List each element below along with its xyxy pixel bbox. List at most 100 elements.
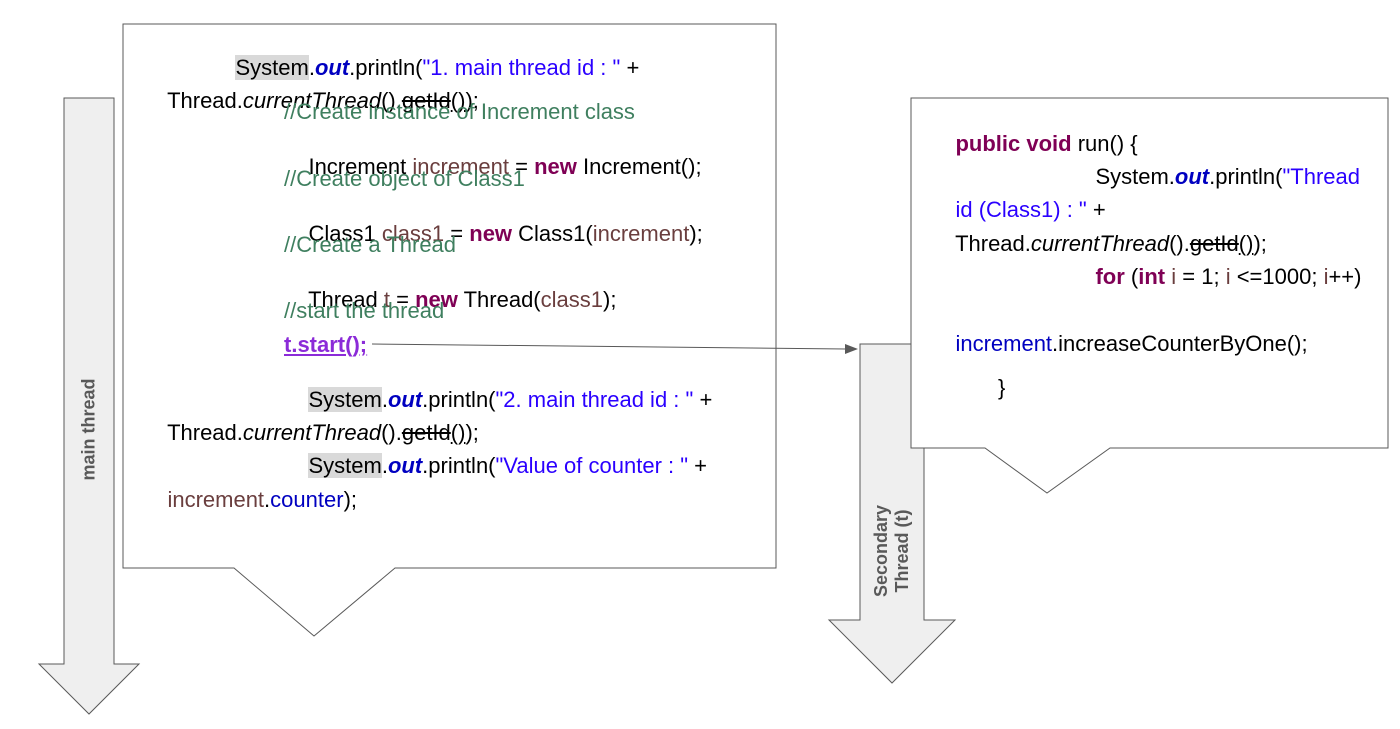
code-token: currentThread: [1030, 231, 1170, 256]
code-token: new: [469, 221, 513, 246]
code-token: i: [1225, 264, 1231, 289]
code-token: );: [689, 221, 703, 246]
code-token: i: [1323, 264, 1329, 289]
code-token: Thread.: [167, 420, 243, 445]
code-token: getId: [401, 88, 451, 113]
code-token: .: [308, 55, 315, 80]
code-line: Thread.currentThread().getId());: [143, 68, 479, 134]
code-token: (: [1124, 264, 1139, 289]
code-line: System.out.println("Thread: [1071, 144, 1360, 210]
code-line: Increment increment = new Increment();: [284, 134, 702, 200]
code-line: Class1 class1 = new Class1(increment);: [284, 201, 703, 267]
code-line: public void run() {: [931, 111, 1138, 177]
code-token: =: [390, 287, 416, 312]
code-token: Thread.: [955, 231, 1031, 256]
code-token: +: [620, 55, 640, 80]
main-thread-arrow: [37, 97, 141, 715]
code-token: int: [1138, 264, 1166, 289]
main-code-callout: [122, 23, 777, 637]
code-token: out: [387, 387, 423, 412]
code-token: System: [308, 453, 382, 478]
code-token: "Value of counter : ": [495, 453, 689, 478]
code-token: class1: [381, 221, 445, 246]
code-comment: //Create instance of Increment class: [284, 99, 635, 124]
code-token: System.: [1095, 164, 1175, 189]
code-token: System: [235, 55, 309, 80]
code-token: new: [415, 287, 458, 312]
code-token: ().: [1169, 231, 1190, 256]
code-token: );: [1253, 231, 1267, 256]
code-line: for (int i = 1; i <=1000; i++): [1071, 244, 1361, 310]
code-token: getId: [1189, 231, 1239, 256]
code-token: run() {: [1071, 131, 1138, 156]
code-token: for: [1095, 264, 1125, 289]
secondary-thread-label-line1: Secondary: [871, 504, 891, 598]
code-line: System.out.println("Value of counter : "…: [284, 433, 707, 499]
code-comment: //Create object of Class1: [284, 166, 525, 191]
code-token: void: [1026, 131, 1072, 156]
code-token: (): [1238, 231, 1254, 256]
code-token: Thread(: [457, 287, 541, 312]
code-line: Thread t = new Thread(class1);: [284, 267, 616, 333]
code-token: i: [1171, 264, 1177, 289]
code-token: );: [465, 420, 479, 445]
code-token: .increaseCounterByOne();: [1052, 331, 1308, 356]
code-token: counter: [270, 487, 344, 512]
code-token: "2. main thread id : ": [495, 387, 694, 412]
code-closing-brace: }: [998, 375, 1006, 400]
code-token: public: [955, 131, 1021, 156]
start-thread-link[interactable]: t.start();: [284, 332, 368, 357]
code-token: ++): [1328, 264, 1362, 289]
code-line: increment.counter);: [143, 467, 357, 533]
code-token: Class1(: [512, 221, 593, 246]
code-token: ().: [381, 420, 402, 445]
code-token: Thread.: [167, 88, 243, 113]
run-code-callout: [910, 97, 1389, 494]
code-token: Increment: [308, 154, 413, 179]
code-token: out: [1174, 164, 1210, 189]
code-token: ().: [381, 88, 402, 113]
code-token: Thread: [308, 287, 384, 312]
code-token: System: [308, 387, 382, 412]
code-token: );: [465, 88, 479, 113]
code-token: .: [381, 387, 388, 412]
code-token: Increment();: [576, 154, 702, 179]
code-token: .println(: [422, 453, 496, 478]
code-token: increment: [412, 154, 509, 179]
start-connector-arrowhead: [845, 344, 858, 354]
code-token: .println(: [349, 55, 423, 80]
code-token: .println(: [422, 387, 496, 412]
code-line: Thread.currentThread().getId());: [931, 211, 1267, 277]
code-line: System.out.println("2. main thread id : …: [284, 367, 712, 433]
code-token: <=1000;: [1230, 264, 1324, 289]
code-token: (): [450, 88, 466, 113]
code-token: .: [381, 453, 388, 478]
code-token: "1. main thread id : ": [422, 55, 621, 80]
code-line: id (Class1) : " +: [931, 177, 1106, 243]
code-token: Class1: [308, 221, 382, 246]
code-comment: //Create a Thread: [284, 232, 457, 257]
code-line: Thread.currentThread().getId());: [143, 400, 479, 466]
code-token: +: [688, 453, 708, 478]
code-token: increment: [592, 221, 690, 246]
code-token: );: [343, 487, 358, 512]
code-token: "Thread: [1282, 164, 1360, 189]
code-line: System.out.println("1. main thread id : …: [211, 35, 639, 101]
main-thread-label: main thread: [78, 378, 99, 481]
code-token: (): [450, 420, 466, 445]
code-token: getId: [401, 420, 451, 445]
code-token: increment: [167, 487, 265, 512]
code-token: class1: [540, 287, 603, 312]
code-token: +: [1086, 197, 1106, 222]
code-token: = 1;: [1176, 264, 1226, 289]
code-token: );: [603, 287, 617, 312]
code-token: t: [383, 287, 391, 312]
code-token: =: [508, 154, 535, 179]
code-token: .println(: [1209, 164, 1283, 189]
code-token: currentThread: [242, 88, 382, 113]
code-token: new: [534, 154, 577, 179]
code-token: increment: [955, 331, 1053, 356]
code-token: currentThread: [242, 420, 382, 445]
code-line: increment.increaseCounterByOne();: [931, 311, 1308, 377]
